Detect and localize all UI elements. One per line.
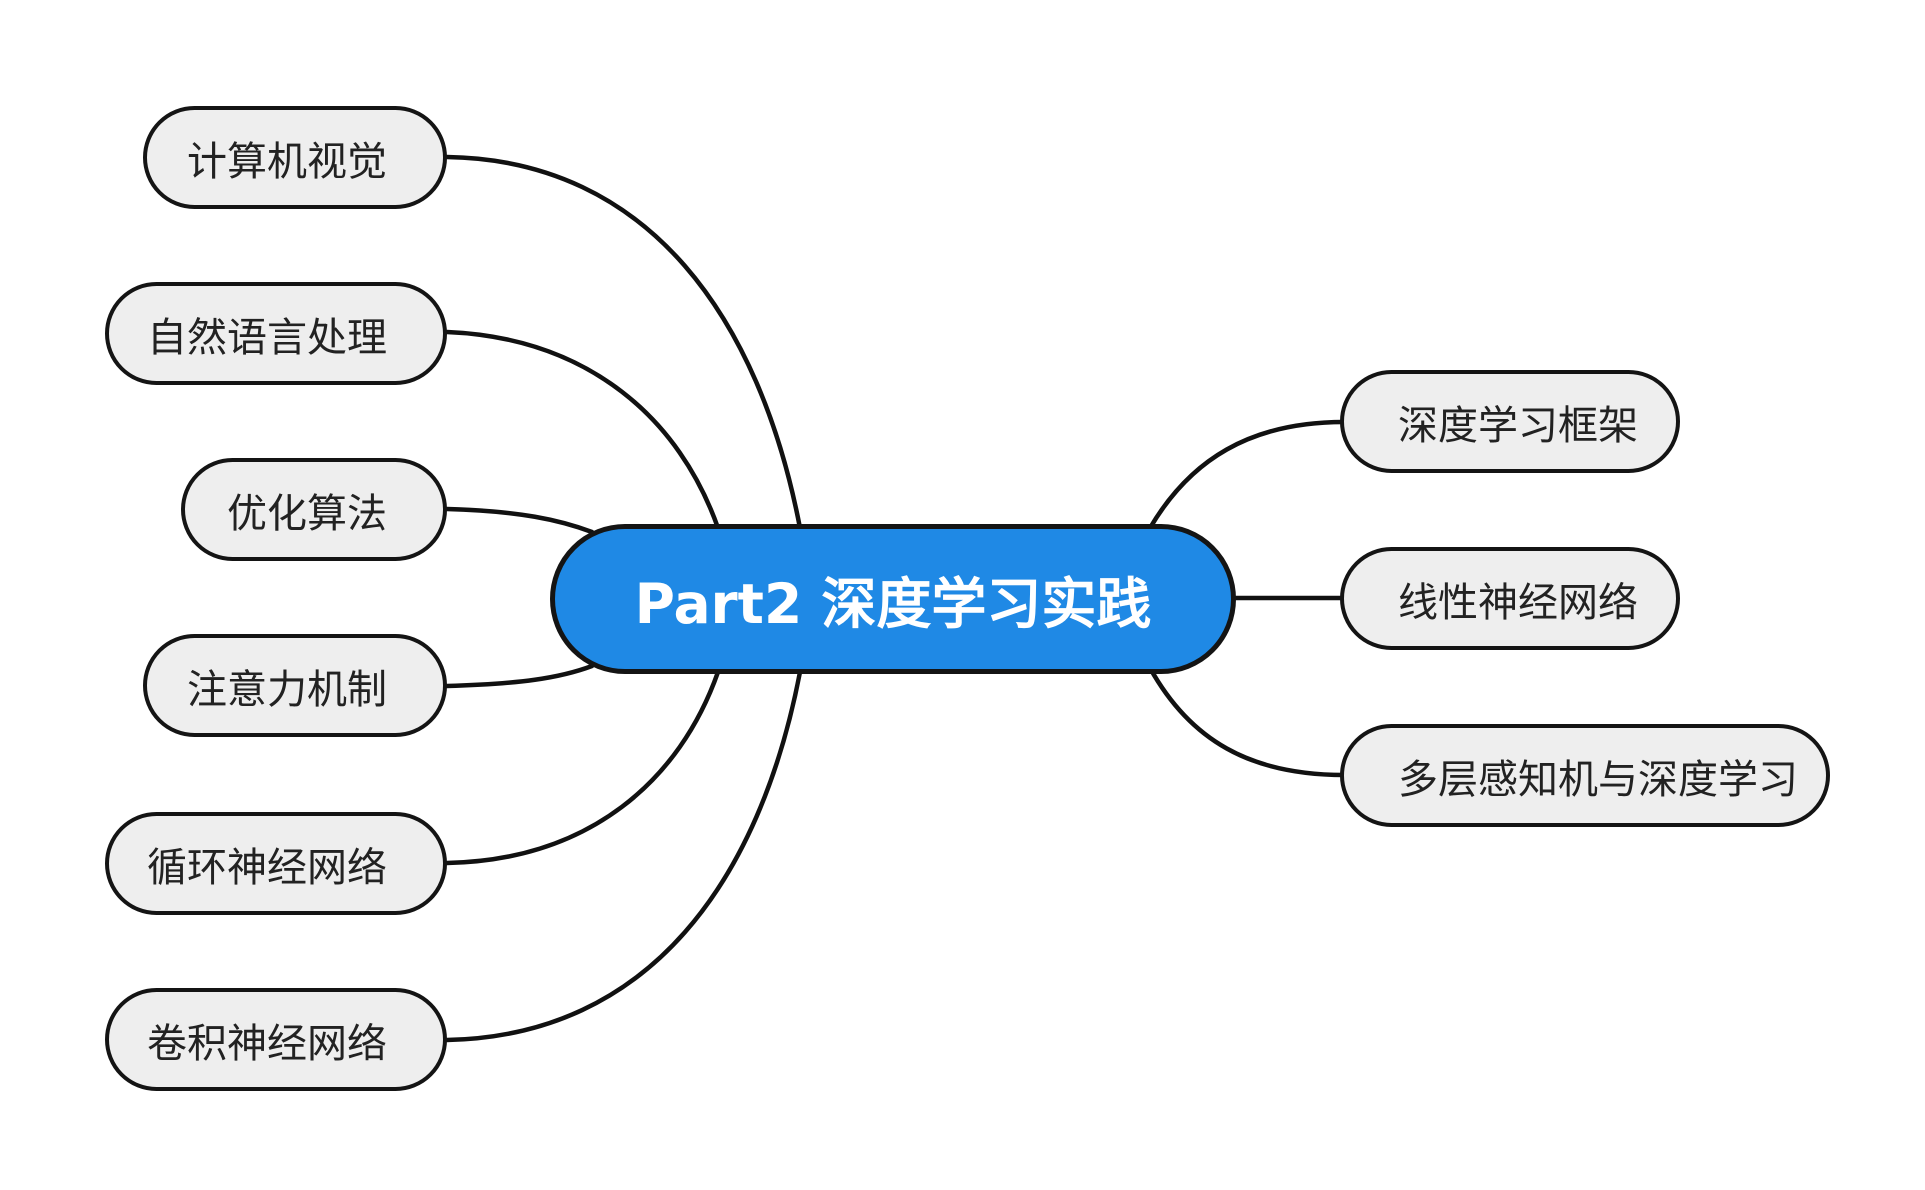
connector-nlp <box>444 329 721 531</box>
connector-dl-frameworks <box>1147 419 1347 531</box>
connector-mlp <box>1147 665 1347 778</box>
branch-node-rnn[interactable]: 循环神经网络 <box>105 812 447 915</box>
branch-label-cnn: 卷积神经网络 <box>147 1020 387 1067</box>
branch-label-rnn: 循环神经网络 <box>147 844 387 891</box>
branch-node-dl-frameworks[interactable]: 深度学习框架 <box>1340 370 1680 473</box>
connector-computer-vision <box>444 154 803 531</box>
connector-cnn <box>444 669 803 1043</box>
connector-rnn <box>444 669 721 866</box>
central-topic-node[interactable]: Part2 深度学习实践 <box>550 524 1236 674</box>
branch-label-computer-vision: 计算机视觉 <box>187 138 387 185</box>
branch-node-linear-nn[interactable]: 线性神经网络 <box>1340 547 1680 650</box>
connector-attention <box>444 663 595 689</box>
branch-label-dl-frameworks: 深度学习框架 <box>1398 402 1638 449</box>
branch-node-cnn[interactable]: 卷积神经网络 <box>105 988 447 1091</box>
branch-label-mlp: 多层感知机与深度学习 <box>1398 756 1798 803</box>
branch-label-linear-nn: 线性神经网络 <box>1398 579 1638 626</box>
branch-label-nlp: 自然语言处理 <box>147 314 387 361</box>
central-topic-label: Part2 深度学习实践 <box>634 572 1152 636</box>
branch-node-computer-vision[interactable]: 计算机视觉 <box>143 106 447 209</box>
branch-node-nlp[interactable]: 自然语言处理 <box>105 282 447 385</box>
connector-optimization <box>444 506 595 535</box>
branch-node-mlp[interactable]: 多层感知机与深度学习 <box>1340 724 1830 827</box>
branch-node-optimization[interactable]: 优化算法 <box>181 458 447 561</box>
branch-label-attention: 注意力机制 <box>187 666 387 713</box>
branch-label-optimization: 优化算法 <box>227 490 387 537</box>
branch-node-attention[interactable]: 注意力机制 <box>143 634 447 737</box>
